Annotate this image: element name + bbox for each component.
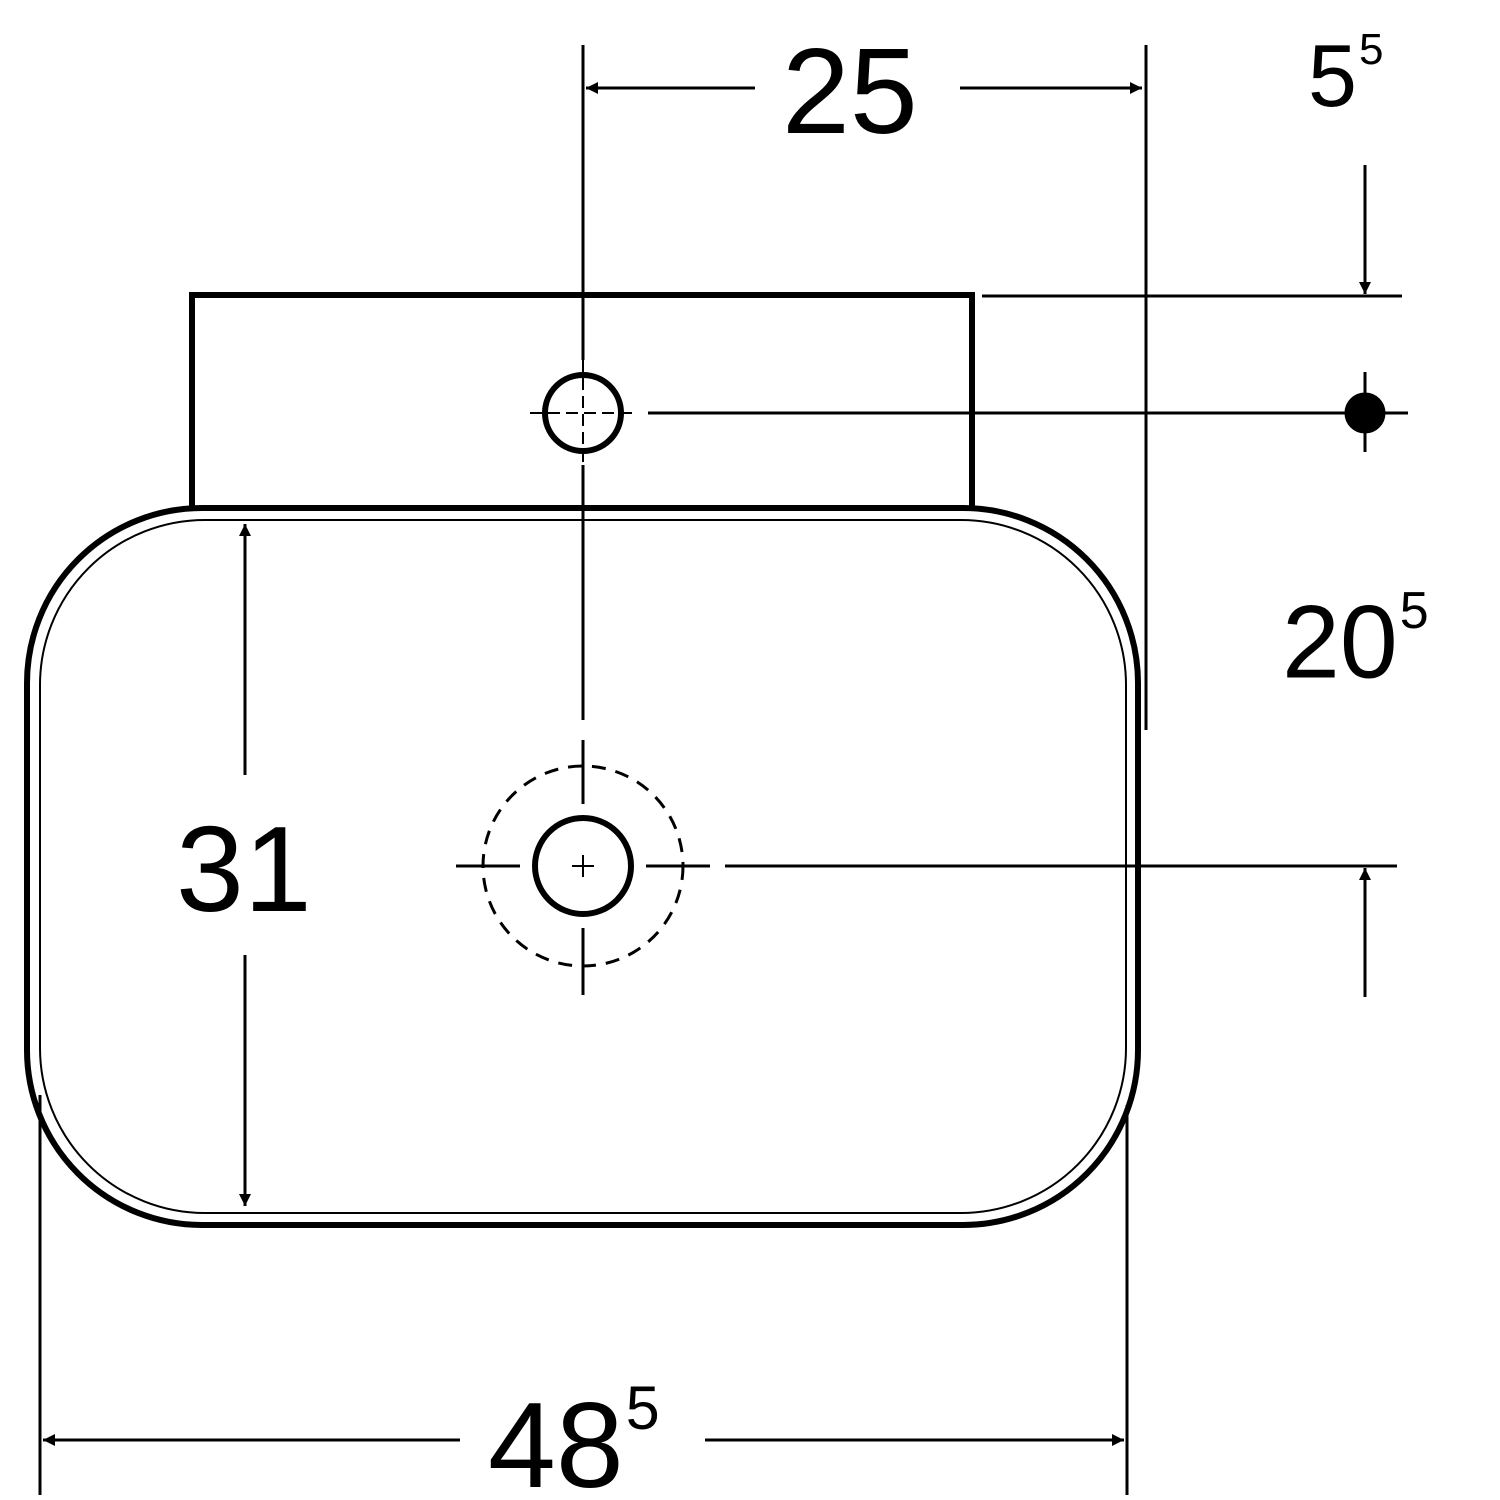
dimension-superscript: 5	[625, 1374, 660, 1442]
dimension-superscript: 5	[1358, 25, 1384, 74]
dimension-superscript: 5	[1399, 582, 1429, 640]
dimension-label-31: 31	[176, 808, 312, 930]
dimension-value: 31	[176, 801, 312, 937]
dimension-label-48-5: 485	[488, 1378, 660, 1500]
drain-hole	[532, 815, 634, 917]
dimension-label-5-5: 55	[1308, 25, 1384, 120]
dimension-label-20-5: 205	[1282, 582, 1429, 695]
dimension-value: 5	[1308, 25, 1357, 125]
dimension-value: 20	[1282, 584, 1398, 701]
dimension-label-25: 25	[782, 30, 918, 152]
dimension-value: 25	[782, 23, 918, 159]
dimension-value: 48	[488, 1376, 624, 1500]
